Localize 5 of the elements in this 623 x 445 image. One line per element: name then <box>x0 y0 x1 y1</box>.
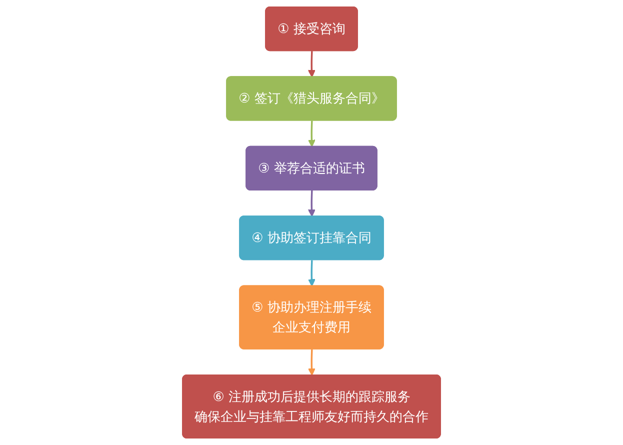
arrow <box>308 190 316 217</box>
arrow <box>308 51 316 78</box>
arrow <box>308 260 316 286</box>
arrow <box>308 120 316 148</box>
arrow <box>308 349 316 376</box>
